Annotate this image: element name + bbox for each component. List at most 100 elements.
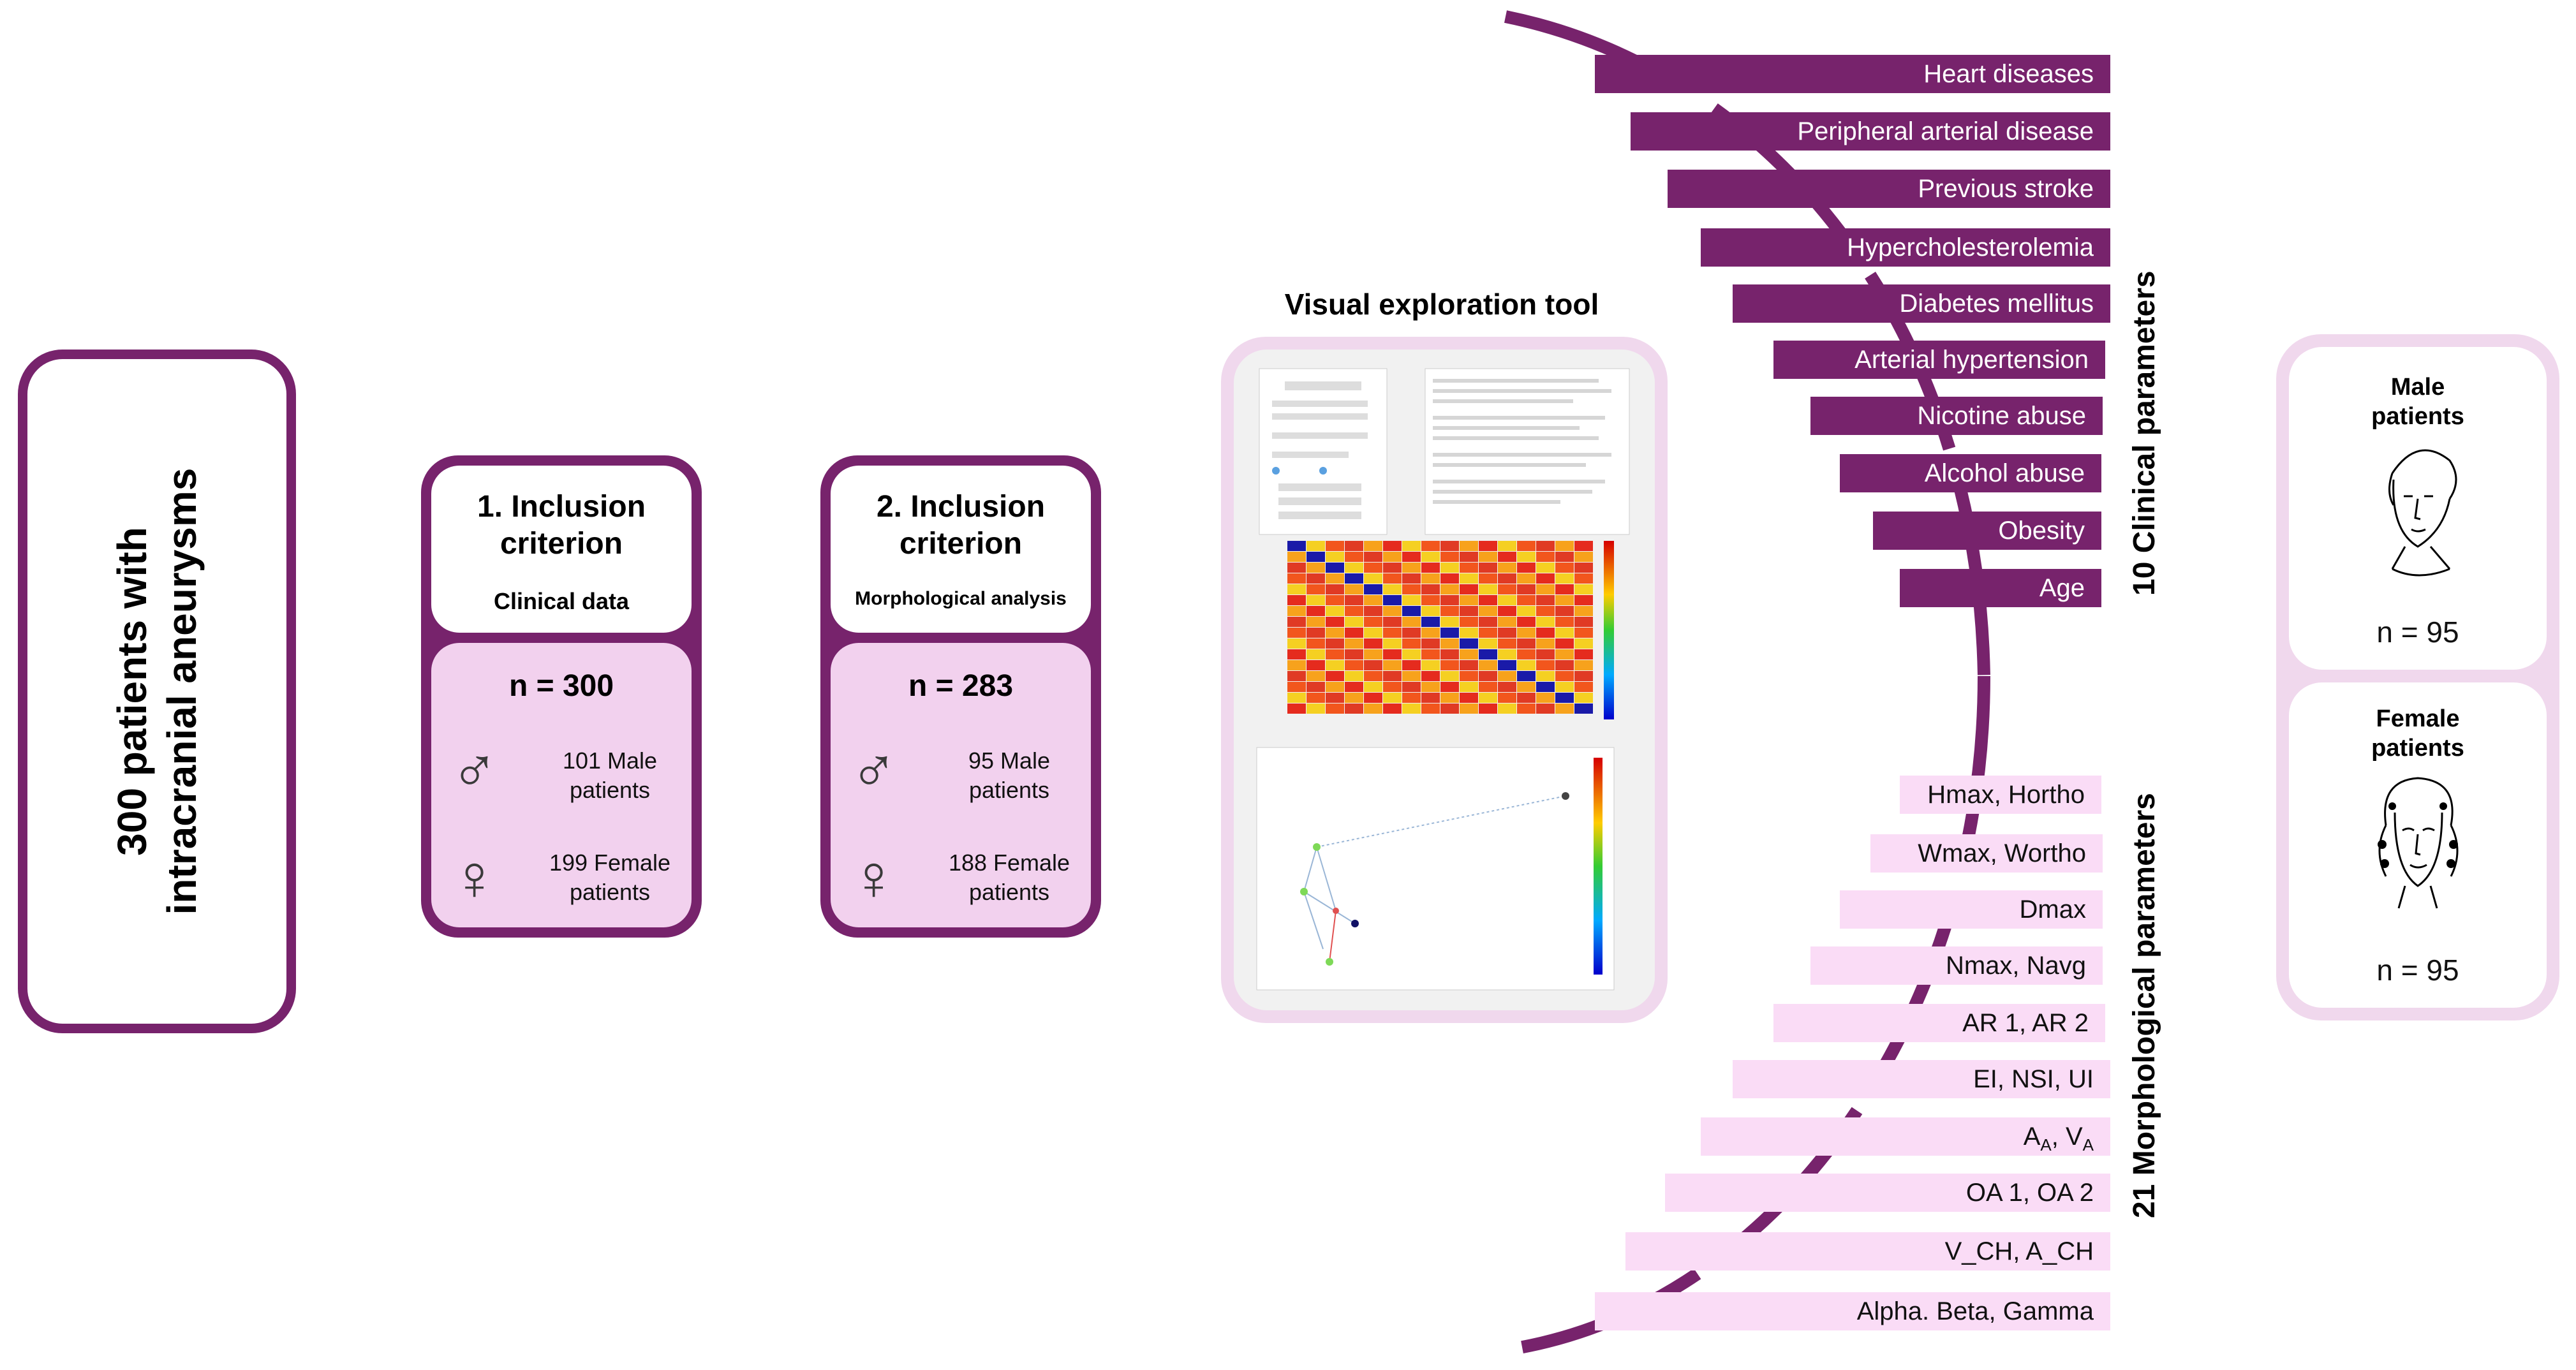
network-edges <box>1303 795 1566 962</box>
heatmap-cell <box>1421 703 1440 714</box>
heatmap-cell <box>1517 628 1536 638</box>
bar-wmax-wortho: Wmax, Wortho <box>1870 834 2103 873</box>
heatmap-cell <box>1364 617 1382 627</box>
heatmap-cell <box>1307 638 1325 649</box>
heatmap-cell <box>1364 541 1382 551</box>
female-patients-card: Female patients n = 95 <box>2289 682 2547 1008</box>
heatmap-cell <box>1460 541 1478 551</box>
heatmap-cell <box>1402 671 1421 681</box>
heatmap-cell <box>1345 584 1363 594</box>
heatmap-cell <box>1555 595 1574 605</box>
heatmap-cell <box>1517 573 1536 584</box>
heatmap-cell <box>1517 703 1536 714</box>
heatmap-cell <box>1440 552 1459 562</box>
inclusion-criterion-1: 1. Inclusion criterion Clinical data n =… <box>421 455 702 938</box>
heatmap-cell <box>1402 682 1421 692</box>
heatmap-cell <box>1460 563 1478 573</box>
heatmap-cell <box>1383 628 1402 638</box>
heatmap-cell <box>1383 638 1402 649</box>
heatmap-cell <box>1536 563 1555 573</box>
heatmap-cell <box>1421 552 1440 562</box>
heatmap-cell <box>1364 703 1382 714</box>
heatmap-cell <box>1307 682 1325 692</box>
tool-title: Visual exploration tool <box>1284 288 1599 321</box>
bar-age: Age <box>1900 569 2101 607</box>
heatmap-cell <box>1307 541 1325 551</box>
heatmap-cell <box>1440 682 1459 692</box>
heatmap-cell <box>1460 703 1478 714</box>
heatmap-cell <box>1345 552 1363 562</box>
heatmap-cell <box>1498 606 1516 616</box>
heatmap-cell <box>1555 584 1574 594</box>
criterion-1-male: 101 Male patients <box>562 748 658 803</box>
heatmap-cell <box>1326 638 1344 649</box>
heatmap-cell <box>1536 617 1555 627</box>
text-lines <box>1433 379 1611 504</box>
bar-ar: AR 1, AR 2 <box>1773 1004 2105 1042</box>
heatmap-cell <box>1383 584 1402 594</box>
heatmap-cell <box>1383 703 1402 714</box>
bar-hypercholesterolemia: Hypercholesterolemia <box>1701 228 2110 267</box>
criterion-2-header: 2. Inclusion criterion Morphological ana… <box>831 466 1091 633</box>
heatmap-cell <box>1307 552 1325 562</box>
heatmap-cell <box>1345 606 1363 616</box>
heatmap-cell <box>1307 573 1325 584</box>
bar-oa: OA 1, OA 2 <box>1665 1174 2110 1212</box>
heatmap-cell <box>1517 649 1536 659</box>
heatmap-cell <box>1402 638 1421 649</box>
female-face-illustration <box>2378 777 2459 909</box>
heatmap-cell <box>1574 628 1593 638</box>
criterion-2-title: 2. Inclusion criterion <box>876 490 1046 561</box>
heatmap-cell <box>1498 595 1516 605</box>
heatmap-cell <box>1421 606 1440 616</box>
bar-previous-stroke: Previous stroke <box>1668 170 2110 208</box>
heatmap-cell <box>1383 617 1402 627</box>
criterion-2-male: 95 Male patients <box>968 748 1051 803</box>
network-nodes <box>1300 792 1569 966</box>
heatmap-cell <box>1440 541 1459 551</box>
bar-diabetes-mellitus: Diabetes mellitus <box>1733 284 2110 323</box>
bar-vch-ach: V_CH, A_CH <box>1625 1232 2110 1271</box>
heatmap-cell <box>1326 584 1344 594</box>
heatmap-cell <box>1345 671 1363 681</box>
heatmap-cell <box>1574 649 1593 659</box>
criterion-1-header: 1. Inclusion criterion Clinical data <box>431 466 692 633</box>
heatmap-cell <box>1555 703 1574 714</box>
correlation-heatmap <box>1287 541 1593 714</box>
heatmap-cell <box>1498 617 1516 627</box>
heatmap-cell <box>1307 693 1325 703</box>
heatmap-cell <box>1383 606 1402 616</box>
tool-screenshot <box>1234 350 1655 1010</box>
heatmap-cell <box>1383 541 1402 551</box>
heatmap-cell <box>1479 541 1497 551</box>
heatmap-cell <box>1460 628 1478 638</box>
male-icon: ♂ <box>450 735 498 806</box>
heatmap-cell <box>1402 595 1421 605</box>
heatmap-cell <box>1460 660 1478 670</box>
heatmap-cell <box>1326 573 1344 584</box>
heatmap-cell <box>1345 693 1363 703</box>
heatmap-cell <box>1364 573 1382 584</box>
heatmap-cell <box>1574 541 1593 551</box>
heatmap-cell <box>1555 638 1574 649</box>
heatmap-cell <box>1421 649 1440 659</box>
heatmap-cell <box>1479 563 1497 573</box>
criterion-2-n: n = 283 <box>908 669 1014 703</box>
heatmap-cell <box>1421 660 1440 670</box>
heatmap-cell <box>1287 638 1306 649</box>
heatmap-cell <box>1364 660 1382 670</box>
bar-aa-va: AA, VA <box>1701 1117 2110 1156</box>
criterion-1-counts: n = 300 ♂ 101 Male patients ♀ 199 Female… <box>431 643 692 927</box>
heatmap-cell <box>1440 660 1459 670</box>
heatmap-cell <box>1440 693 1459 703</box>
male-patients-card: Male patients n = 95 <box>2289 347 2547 670</box>
heatmap-cell <box>1498 638 1516 649</box>
heatmap-cell <box>1479 693 1497 703</box>
heatmap-cell <box>1326 693 1344 703</box>
cohort-box: 300 patients with intracranial aneurysms <box>18 350 296 1033</box>
heatmap-cell <box>1440 563 1459 573</box>
heatmap-cell <box>1517 595 1536 605</box>
heatmap-cell <box>1402 649 1421 659</box>
heatmap-cell <box>1421 617 1440 627</box>
bar-ei-nsi-ui: EI, NSI, UI <box>1733 1060 2110 1098</box>
